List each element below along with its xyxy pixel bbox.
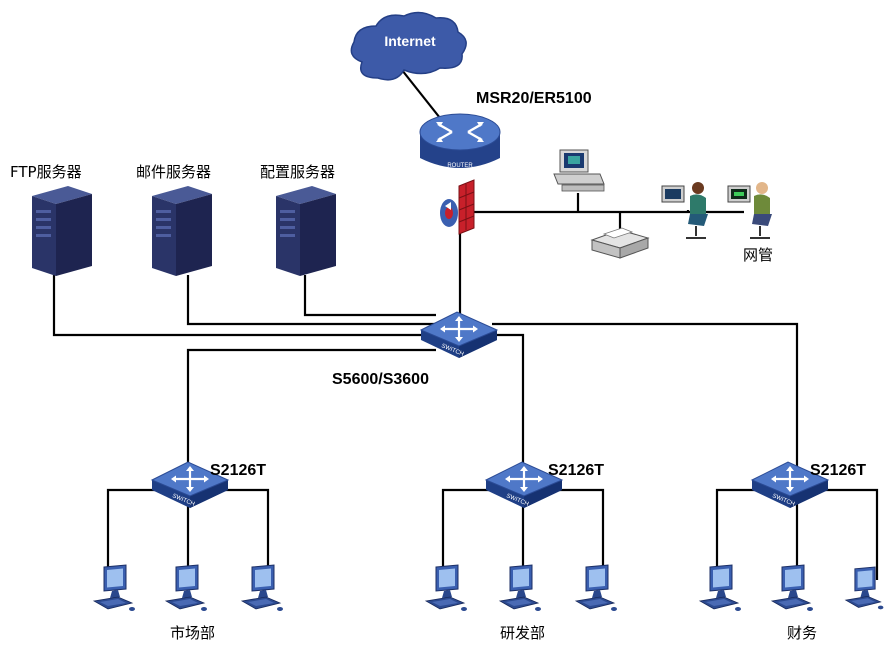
internet-cloud: Internet bbox=[350, 11, 467, 81]
management-pc-icon bbox=[553, 149, 605, 192]
pc-icon bbox=[93, 564, 136, 612]
mail-server-link bbox=[186, 275, 436, 326]
pc-icon bbox=[771, 564, 814, 612]
management-label: 网管 bbox=[743, 246, 773, 264]
config-server-label: 配置服务器 bbox=[260, 163, 335, 181]
pc-icon bbox=[241, 564, 284, 612]
core-finance-link bbox=[492, 322, 799, 470]
mail-server[interactable] bbox=[152, 186, 212, 276]
finance-pcs bbox=[699, 564, 884, 612]
pc-icon bbox=[575, 564, 618, 612]
firewall-icon bbox=[440, 179, 475, 235]
printer-icon bbox=[590, 227, 650, 259]
market-pcs bbox=[93, 564, 284, 612]
internet-router-link bbox=[397, 64, 441, 119]
pc-icon bbox=[499, 564, 542, 612]
access-switch-label: S2126T bbox=[548, 462, 604, 479]
rd-pcs bbox=[425, 564, 618, 612]
config-server[interactable] bbox=[276, 186, 336, 276]
config-server-link bbox=[303, 275, 436, 317]
pc-icon bbox=[425, 564, 468, 612]
department-label-market: 市场部 bbox=[170, 624, 215, 642]
router-device-text: ROUTER bbox=[447, 163, 473, 169]
pc-icon bbox=[165, 564, 208, 612]
ftp-server-label: FTP服务器 bbox=[10, 163, 82, 181]
core-rd-link bbox=[492, 333, 525, 470]
mail-server-label: 邮件服务器 bbox=[136, 163, 211, 181]
department-label-rd: 研发部 bbox=[500, 624, 545, 642]
operator-right-icon bbox=[727, 182, 772, 239]
access-switch-label: S2126T bbox=[210, 462, 266, 479]
access-switch-label: S2126T bbox=[810, 462, 866, 479]
department-label-finance: 财务 bbox=[787, 624, 817, 642]
ftp-server[interactable] bbox=[32, 186, 92, 276]
pc-icon bbox=[699, 564, 742, 612]
internet-label: Internet bbox=[384, 33, 436, 49]
core-market-link bbox=[186, 348, 436, 470]
core-switch-label: S5600/S3600 bbox=[332, 371, 429, 388]
router-label: MSR20/ER5100 bbox=[476, 90, 592, 107]
operator-left-icon bbox=[661, 182, 708, 239]
router-device[interactable]: ROUTER bbox=[419, 113, 501, 169]
ftp-server-link bbox=[52, 275, 436, 337]
